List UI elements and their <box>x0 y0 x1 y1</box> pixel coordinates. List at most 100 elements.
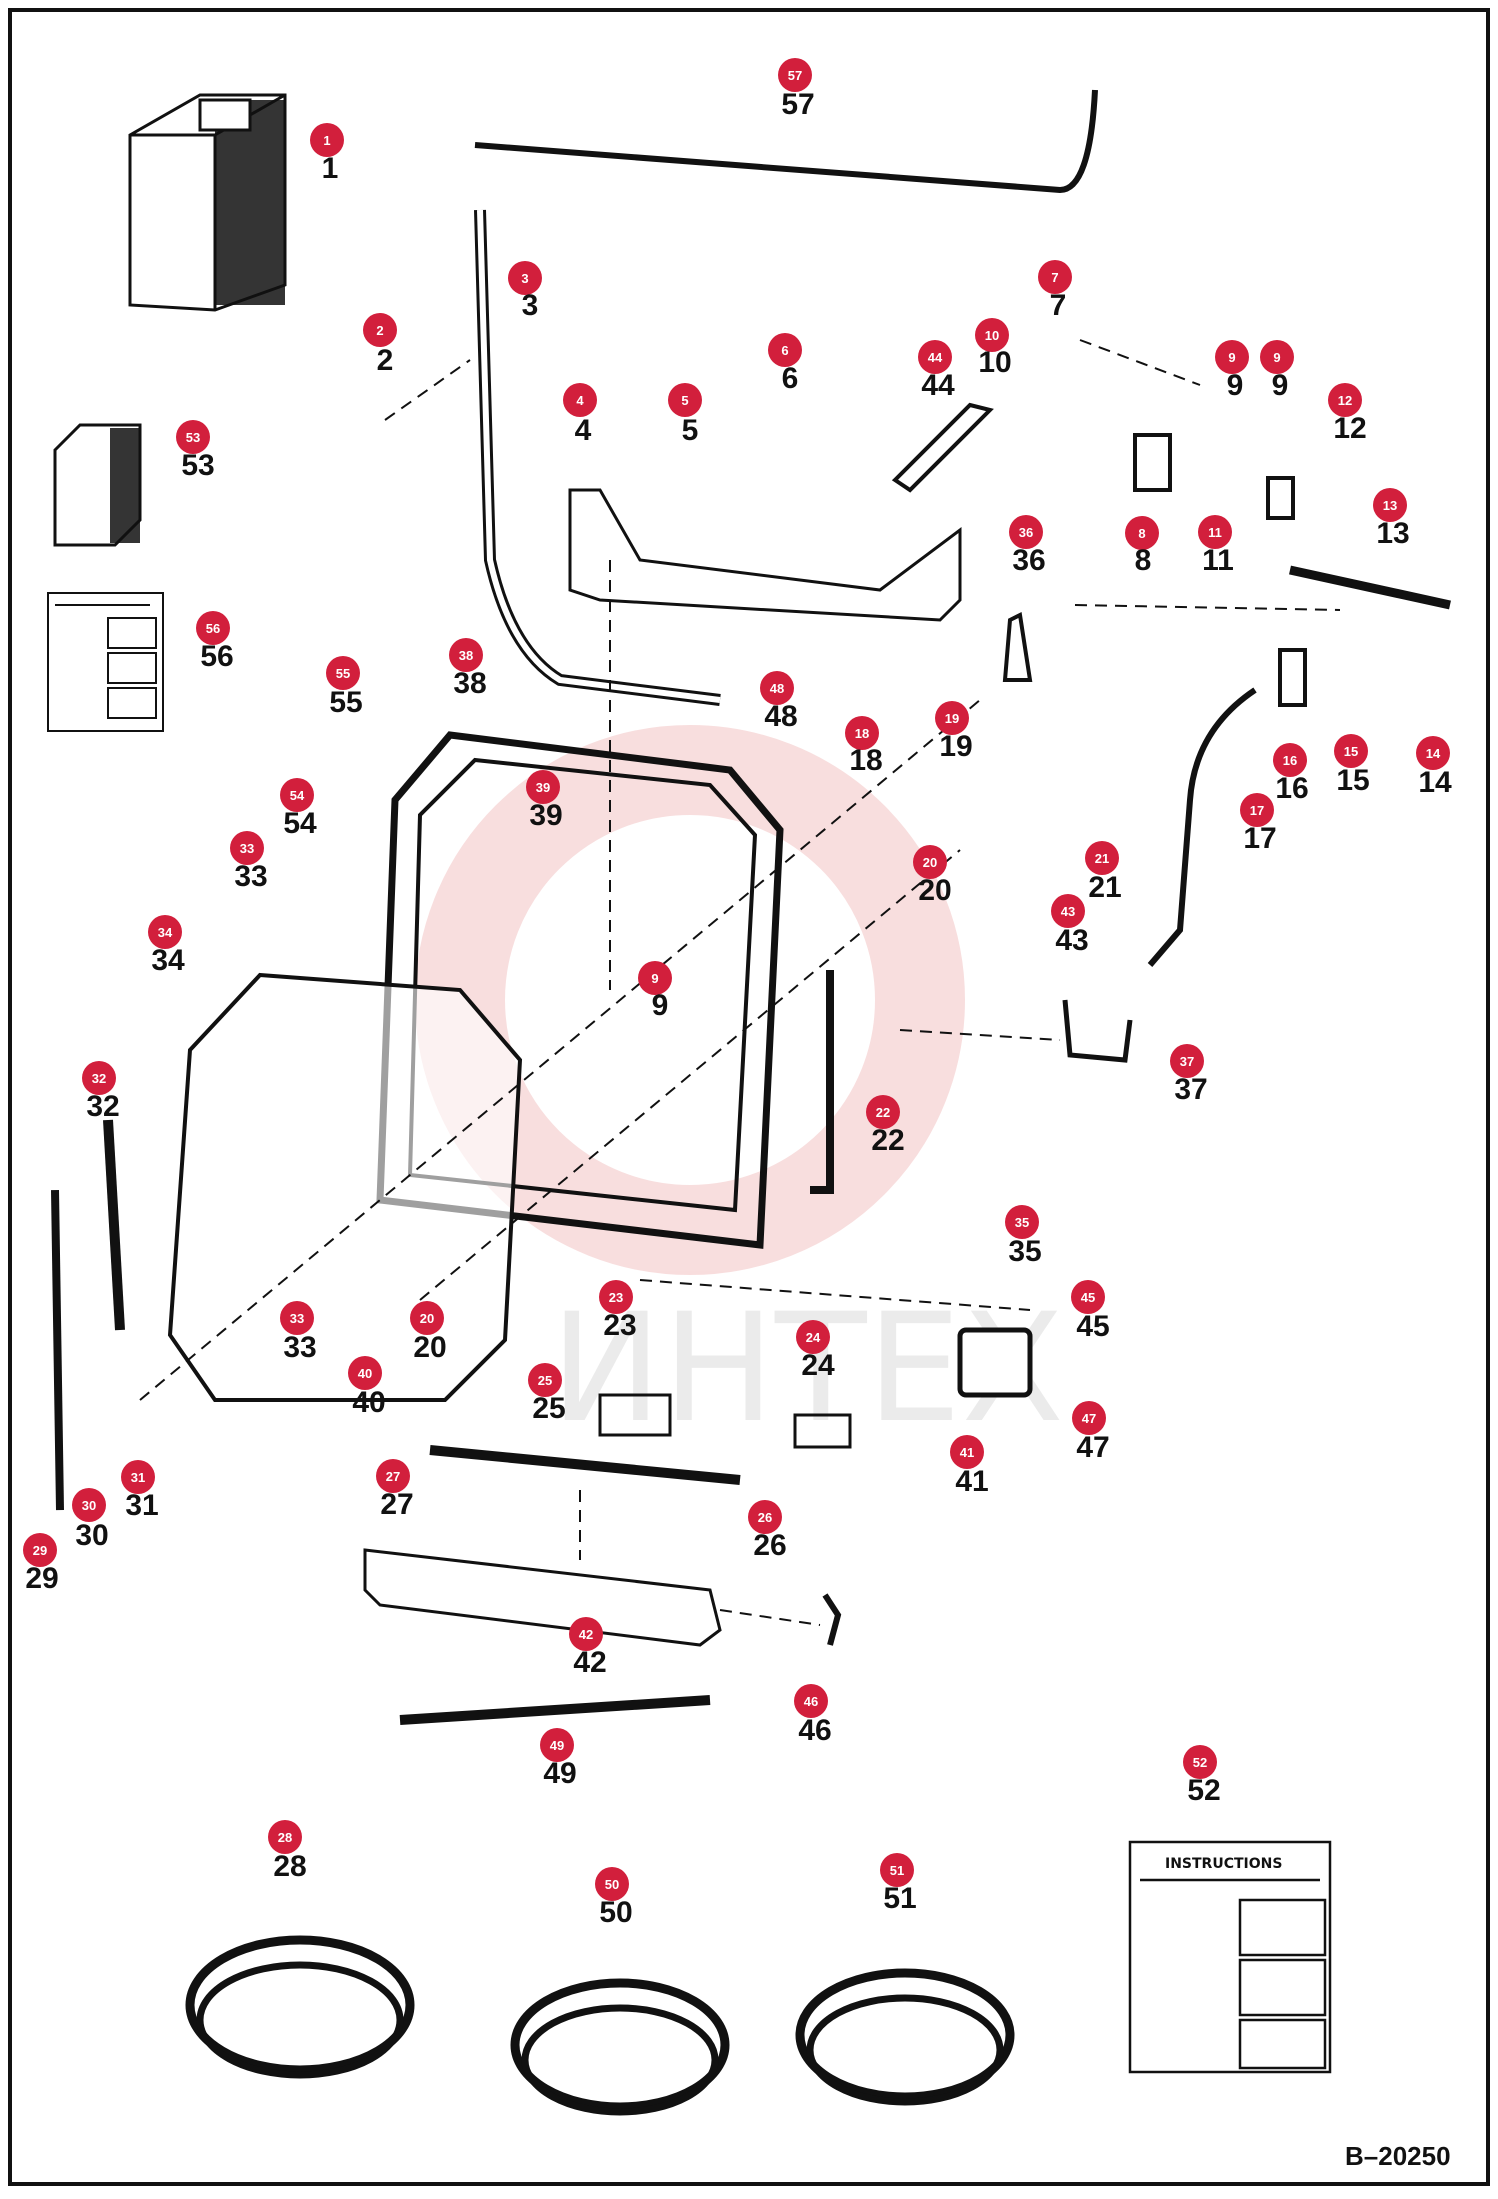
callout-badge-number: 28 <box>278 1830 292 1845</box>
part-number-label: 12 <box>1333 412 1366 445</box>
part-13-strut <box>1289 565 1451 610</box>
callout-badge <box>668 383 702 417</box>
part-21-rod <box>1147 687 1257 967</box>
callout-badge <box>540 1728 574 1762</box>
callout-badge-number: 12 <box>1338 393 1352 408</box>
part-number-label: 45 <box>1076 1310 1109 1343</box>
part-number-label: 28 <box>273 1850 306 1883</box>
part-45-latch <box>957 1327 1033 1398</box>
part-number-label: 56 <box>200 640 233 673</box>
callout-1: 11 <box>310 123 344 185</box>
callout-badge-number: 33 <box>290 1311 304 1326</box>
callout-badge-number: 38 <box>459 648 473 663</box>
part-number-label: 43 <box>1055 924 1088 957</box>
callout-badge-number: 21 <box>1095 851 1109 866</box>
callout-badge <box>410 1301 444 1335</box>
part-number-label: 34 <box>151 944 185 977</box>
callout-badge-number: 40 <box>358 1366 372 1381</box>
part-57-hose <box>474 89 1098 194</box>
part-19-bracket <box>1002 611 1033 682</box>
callout-badge-number: 34 <box>158 925 173 940</box>
callout-badge <box>196 611 230 645</box>
callout-badge-number: 50 <box>605 1877 619 1892</box>
callout-9: 99 <box>1260 340 1294 402</box>
part-number-label: 53 <box>181 449 214 482</box>
callout-9: 99 <box>1215 340 1249 402</box>
part-number-label: 7 <box>1050 289 1067 322</box>
callout-badge <box>1085 841 1119 875</box>
part-number-label: 17 <box>1243 822 1276 855</box>
callout-badge <box>82 1061 116 1095</box>
callout-badge-number: 3 <box>521 271 528 286</box>
part-number-label: 16 <box>1275 772 1308 805</box>
part-53-box <box>53 423 142 547</box>
callout-badge <box>280 778 314 812</box>
callout-badge <box>1071 1280 1105 1314</box>
callout-badge-number: 41 <box>960 1445 974 1460</box>
part-number-label: 40 <box>352 1386 385 1419</box>
part-number-label: 26 <box>753 1529 786 1562</box>
callout-badge-number: 46 <box>804 1694 818 1709</box>
part-number-label: 54 <box>283 807 317 840</box>
callout-badge-number: 20 <box>420 1311 434 1326</box>
callout-badge <box>528 1363 562 1397</box>
callout-badge-number: 11 <box>1208 525 1222 540</box>
part-number-label: 20 <box>413 1331 446 1364</box>
callout-badge <box>975 318 1009 352</box>
part-number-label: 20 <box>918 874 951 907</box>
part-number-label: 48 <box>764 700 797 733</box>
callout-badge-number: 16 <box>1283 753 1297 768</box>
part-29-arm <box>51 1189 64 1511</box>
callout-badge <box>1240 793 1274 827</box>
callout-badge <box>1416 736 1450 770</box>
callout-badge <box>866 1095 900 1129</box>
part-number-label: 9 <box>1227 369 1244 402</box>
part-number-label: 8 <box>1135 544 1152 577</box>
callout-badge-number: 54 <box>290 788 305 803</box>
part-50-coil <box>510 1978 730 2112</box>
callout-badge-number: 42 <box>579 1627 593 1642</box>
callout-badge <box>1273 743 1307 777</box>
part-number-label: 3 <box>522 289 539 322</box>
callout-7: 77 <box>1038 260 1072 322</box>
callout-badge <box>1373 488 1407 522</box>
part-number-label: 10 <box>978 346 1011 379</box>
callout-badge <box>376 1459 410 1493</box>
callout-badge <box>768 333 802 367</box>
part-number-label: 21 <box>1088 871 1121 904</box>
line-art: INSTRUCTIONS <box>47 89 1451 2116</box>
callout-2: 22 <box>363 313 397 377</box>
callout-badge <box>508 261 542 295</box>
callout-badge-number: 43 <box>1061 904 1075 919</box>
part-32-blade <box>103 1119 125 1331</box>
callout-badge <box>1170 1044 1204 1078</box>
callout-badge-number: 6 <box>781 343 788 358</box>
callout-badge <box>268 1820 302 1854</box>
callout-badge-number: 36 <box>1019 525 1033 540</box>
part-38-frame <box>376 731 784 1249</box>
part-number-label: 14 <box>1418 766 1452 799</box>
callout-badge <box>449 638 483 672</box>
